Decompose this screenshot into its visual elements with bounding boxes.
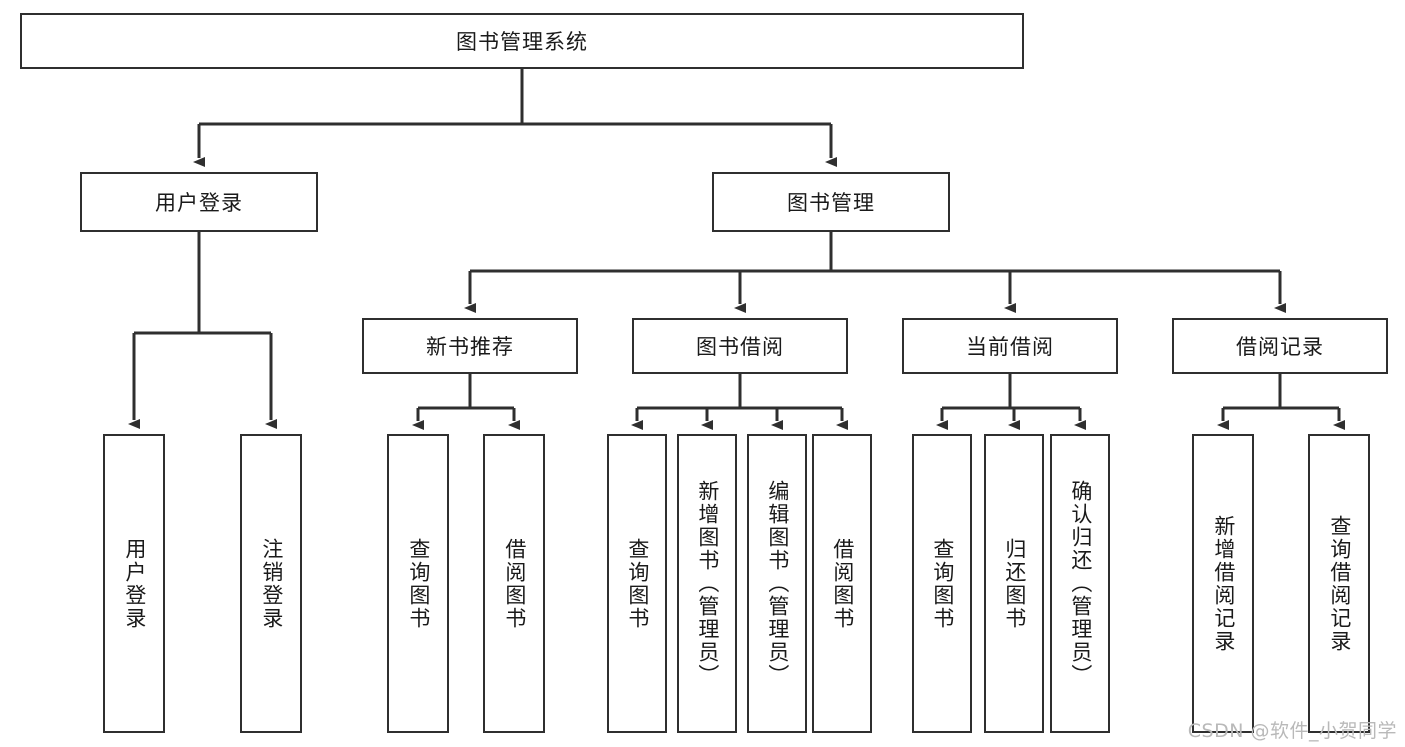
node-leaf-add-borrow-record-label: 新增借阅记录 xyxy=(1211,514,1236,653)
node-user-login[interactable]: 用户登录 xyxy=(80,172,318,232)
node-leaf-return-book-label: 归还图书 xyxy=(1002,537,1027,630)
node-current-borrow[interactable]: 当前借阅 xyxy=(902,318,1118,374)
node-leaf-add-borrow-record[interactable]: 新增借阅记录 xyxy=(1192,434,1254,733)
node-leaf-borrow-book-2-label: 借阅图书 xyxy=(830,537,855,630)
node-leaf-confirm-return-admin-label: 确认归还（管理员） xyxy=(1068,480,1093,687)
node-borrow-records[interactable]: 借阅记录 xyxy=(1172,318,1388,374)
node-leaf-logout[interactable]: 注销登录 xyxy=(240,434,302,733)
node-book-management-label: 图书管理 xyxy=(787,191,875,215)
node-book-borrow-label: 图书借阅 xyxy=(696,335,784,359)
node-new-book-recommend[interactable]: 新书推荐 xyxy=(362,318,578,374)
node-root-label: 图书管理系统 xyxy=(456,30,588,54)
node-leaf-query-book-3-label: 查询图书 xyxy=(930,537,955,630)
node-user-login-label: 用户登录 xyxy=(155,191,243,215)
node-leaf-query-book-2[interactable]: 查询图书 xyxy=(607,434,667,733)
node-leaf-add-book-admin[interactable]: 新增图书（管理员） xyxy=(677,434,737,733)
node-root[interactable]: 图书管理系统 xyxy=(20,13,1024,69)
node-leaf-query-book-2-label: 查询图书 xyxy=(625,537,650,630)
node-leaf-borrow-book-1[interactable]: 借阅图书 xyxy=(483,434,545,733)
node-leaf-user-login[interactable]: 用户登录 xyxy=(103,434,165,733)
node-new-book-recommend-label: 新书推荐 xyxy=(426,335,514,359)
node-leaf-borrow-book-1-label: 借阅图书 xyxy=(502,537,527,630)
node-leaf-return-book[interactable]: 归还图书 xyxy=(984,434,1044,733)
node-leaf-logout-label: 注销登录 xyxy=(259,537,284,630)
node-leaf-query-book-3[interactable]: 查询图书 xyxy=(912,434,972,733)
node-leaf-query-book-1[interactable]: 查询图书 xyxy=(387,434,449,733)
node-current-borrow-label: 当前借阅 xyxy=(966,335,1054,359)
node-leaf-edit-book-admin[interactable]: 编辑图书（管理员） xyxy=(747,434,807,733)
node-leaf-confirm-return-admin[interactable]: 确认归还（管理员） xyxy=(1050,434,1110,733)
node-leaf-query-book-1-label: 查询图书 xyxy=(406,537,431,630)
node-leaf-query-borrow-record[interactable]: 查询借阅记录 xyxy=(1308,434,1370,733)
node-leaf-borrow-book-2[interactable]: 借阅图书 xyxy=(812,434,872,733)
node-leaf-user-login-label: 用户登录 xyxy=(122,537,147,630)
node-leaf-edit-book-admin-label: 编辑图书（管理员） xyxy=(765,480,790,687)
watermark-text: CSDN @软件_小贺同学 xyxy=(1187,720,1397,742)
node-leaf-query-borrow-record-label: 查询借阅记录 xyxy=(1327,514,1352,653)
node-book-borrow[interactable]: 图书借阅 xyxy=(632,318,848,374)
node-borrow-records-label: 借阅记录 xyxy=(1236,335,1324,359)
node-leaf-add-book-admin-label: 新增图书（管理员） xyxy=(695,480,720,687)
node-book-management[interactable]: 图书管理 xyxy=(712,172,950,232)
